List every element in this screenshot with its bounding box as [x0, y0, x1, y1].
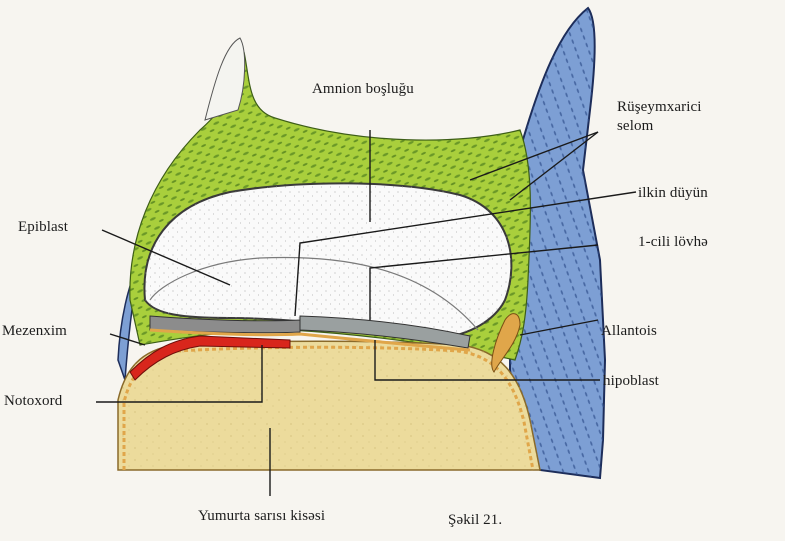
label-amnion-cavity: Amnion boşluğu — [312, 80, 414, 98]
label-extraembryonic-coelom-line1: Rüşeymxarici — [617, 98, 702, 117]
label-yolk-sac: Yumurta sarısı kisəsi — [198, 507, 325, 525]
label-notochord: Notoxord — [4, 392, 62, 410]
label-prechordal-plate: 1-cili lövhə — [638, 233, 708, 251]
label-epiblast: Epiblast — [18, 218, 68, 236]
amnion-fold — [205, 38, 245, 120]
yolk-sac — [118, 341, 540, 470]
label-allantois: Allantois — [601, 322, 657, 340]
label-hypoblast: hipoblast — [603, 372, 659, 390]
label-extraembryonic-coelom: Rüşeymxarici selom — [617, 98, 702, 136]
amnion-cavity — [144, 183, 511, 338]
label-mesenchyme: Mezenxim — [2, 322, 67, 340]
label-extraembryonic-coelom-line2: selom — [617, 117, 702, 136]
label-primitive-node: ilkin düyün — [638, 184, 708, 202]
figure-caption: Şəkil 21. — [448, 511, 502, 529]
